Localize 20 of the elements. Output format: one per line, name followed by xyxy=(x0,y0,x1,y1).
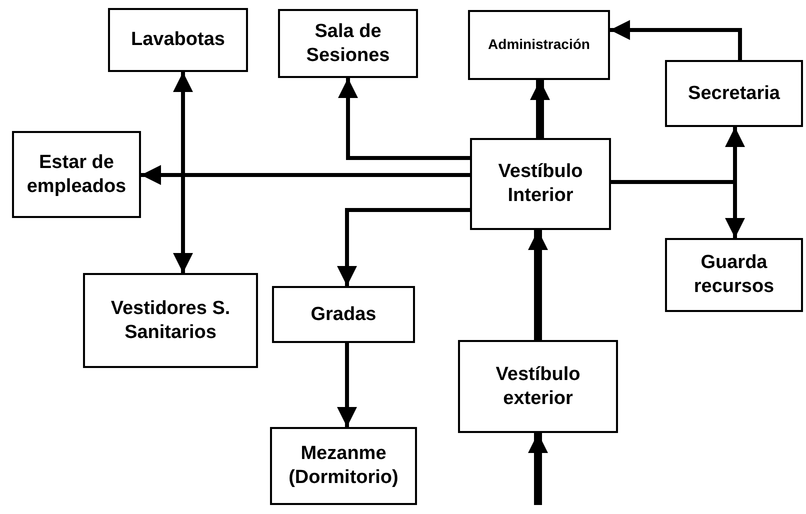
room-box: Administración xyxy=(468,10,610,80)
arrow xyxy=(530,80,550,138)
room-box: Lavabotas xyxy=(108,8,248,72)
room-box: Vestíbulo Interior xyxy=(470,138,611,230)
room-box: Gradas xyxy=(272,286,415,343)
room-box: Guarda recursos xyxy=(665,238,803,312)
arrow xyxy=(141,165,470,185)
arrow xyxy=(610,20,742,60)
arrow xyxy=(173,72,193,273)
room-box: Mezanme (Dormitorio) xyxy=(270,427,417,505)
room-box: Vestíbulo exterior xyxy=(458,340,618,433)
arrow xyxy=(338,78,470,160)
arrow xyxy=(528,230,548,340)
arrow xyxy=(337,343,357,427)
room-box: Sala de Sesiones xyxy=(278,9,418,78)
arrow xyxy=(528,433,548,505)
room-box: Secretaria xyxy=(665,60,803,127)
arrow xyxy=(337,208,470,286)
room-box: Estar de empleados xyxy=(12,131,141,218)
room-box: Vestidores S. Sanitarios xyxy=(83,273,258,368)
